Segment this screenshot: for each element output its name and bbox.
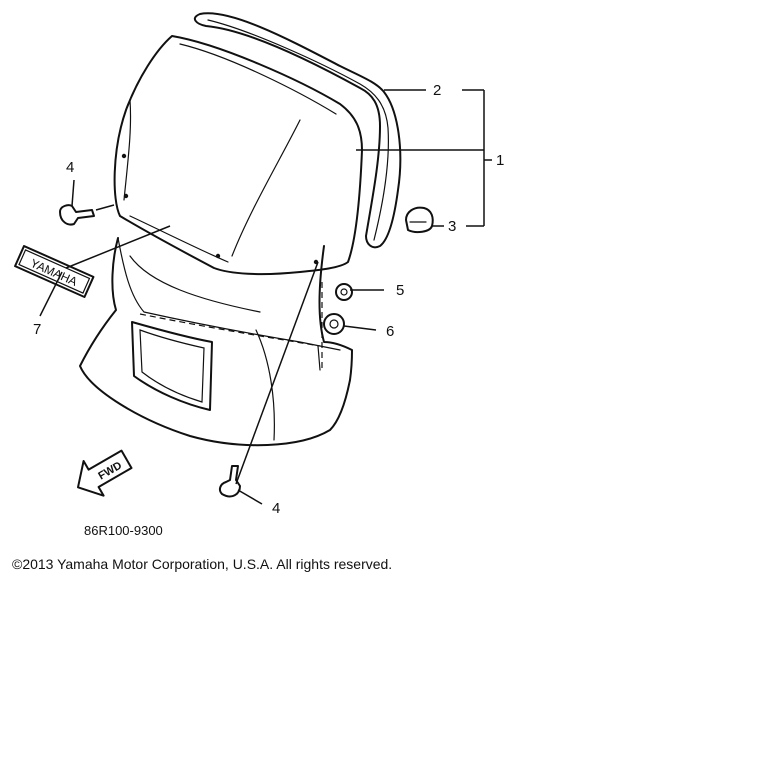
callout-3: 3 xyxy=(448,218,456,235)
leader-lines xyxy=(39,89,492,505)
callout-7: 7 xyxy=(33,321,41,338)
grommet-part xyxy=(323,313,345,335)
fwd-arrow-icon: FWD xyxy=(77,449,133,497)
windshield-seal-part xyxy=(193,12,402,249)
bolt-part-top xyxy=(59,204,95,226)
front-cowling-part xyxy=(79,237,353,447)
bolt-part-bottom xyxy=(218,465,241,498)
callout-1: 1 xyxy=(496,152,504,169)
diagram-code: 86R100-9300 xyxy=(84,523,163,538)
callout-4-top: 4 xyxy=(66,159,74,176)
callout-4-bottom: 4 xyxy=(272,500,280,517)
clip-part xyxy=(405,206,434,234)
callout-2: 2 xyxy=(433,82,441,99)
callout-5: 5 xyxy=(396,282,404,299)
copyright-text: ©2013 Yamaha Motor Corporation, U.S.A. A… xyxy=(12,556,392,572)
nut-part xyxy=(335,283,353,301)
yamaha-emblem-part: YAMAHA xyxy=(14,244,95,299)
windshield-screen-part xyxy=(113,35,363,276)
callout-6: 6 xyxy=(386,323,394,340)
